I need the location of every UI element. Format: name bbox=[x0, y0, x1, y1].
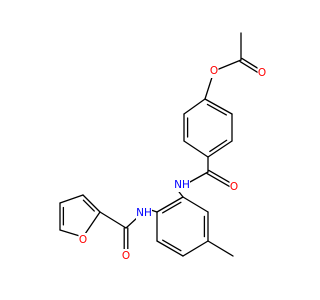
atom-o-furan-backdrop bbox=[78, 233, 88, 247]
atom-o-furan: O bbox=[78, 233, 88, 247]
atom-o-acetyl: O bbox=[257, 66, 267, 80]
bond-ring2-2 bbox=[182, 240, 209, 257]
bond-ring1-2 bbox=[207, 140, 233, 158]
bond-ring2-3 bbox=[156, 240, 184, 257]
atom-o-amide-top: O bbox=[229, 180, 239, 194]
bond-ring2-to-methyl bbox=[207, 240, 234, 257]
bond-amide-top-c-to-n bbox=[189, 171, 209, 183]
atom-o-amide-left-backdrop bbox=[121, 249, 131, 263]
bond-ring2-5 bbox=[156, 196, 184, 213]
atom-nh-left-text: NH bbox=[136, 207, 152, 219]
bond-ring1-inner-0 bbox=[206, 103, 227, 116]
atom-nh-top: NH bbox=[174, 178, 190, 192]
atom-o-ester: O bbox=[209, 64, 219, 78]
bond-furan-inner-0 bbox=[82, 199, 95, 212]
bond-furan-0 bbox=[82, 194, 101, 213]
bond-amide-left-c-to-furan bbox=[99, 211, 127, 229]
atom-nh-left: NH bbox=[136, 206, 152, 220]
atom-o-amide-left: O bbox=[121, 249, 131, 263]
bond-furan-1 bbox=[59, 194, 84, 204]
atom-o-amide-top-backdrop bbox=[229, 180, 239, 194]
bond-ring1-0 bbox=[204, 98, 233, 115]
bond-ring2-inner-3 bbox=[162, 239, 182, 252]
bond-ring2-0 bbox=[182, 196, 209, 213]
bond-amide-top-c-o-double-a bbox=[206, 172, 234, 190]
atom-o-acetyl-backdrop bbox=[257, 66, 267, 80]
atom-nh-top-text: NH bbox=[174, 179, 190, 191]
bond-ring1-5 bbox=[183, 98, 206, 115]
atom-nh-left-backdrop bbox=[136, 206, 152, 220]
atom-o-amide-top-text: O bbox=[230, 181, 238, 193]
bond-furan-4 bbox=[82, 211, 101, 238]
atom-nh-top-backdrop bbox=[174, 178, 190, 192]
atom-o-ester-text: O bbox=[210, 65, 218, 77]
atom-o-amide-left-text: O bbox=[122, 250, 130, 262]
atom-o-acetyl-text: O bbox=[258, 67, 266, 79]
bond-ring1-inner-2 bbox=[209, 139, 228, 153]
bond-layer bbox=[59, 32, 264, 257]
bond-ring1-3 bbox=[183, 140, 209, 158]
bond-ring2-inner-5 bbox=[162, 201, 182, 214]
atom-o-ester-backdrop bbox=[209, 64, 219, 78]
atom-label-layer: O O O NH NH O O bbox=[78, 64, 267, 263]
atom-o-furan-text: O bbox=[79, 234, 87, 246]
molecule-structure-drawing: O O O NH NH O O bbox=[59, 32, 267, 263]
